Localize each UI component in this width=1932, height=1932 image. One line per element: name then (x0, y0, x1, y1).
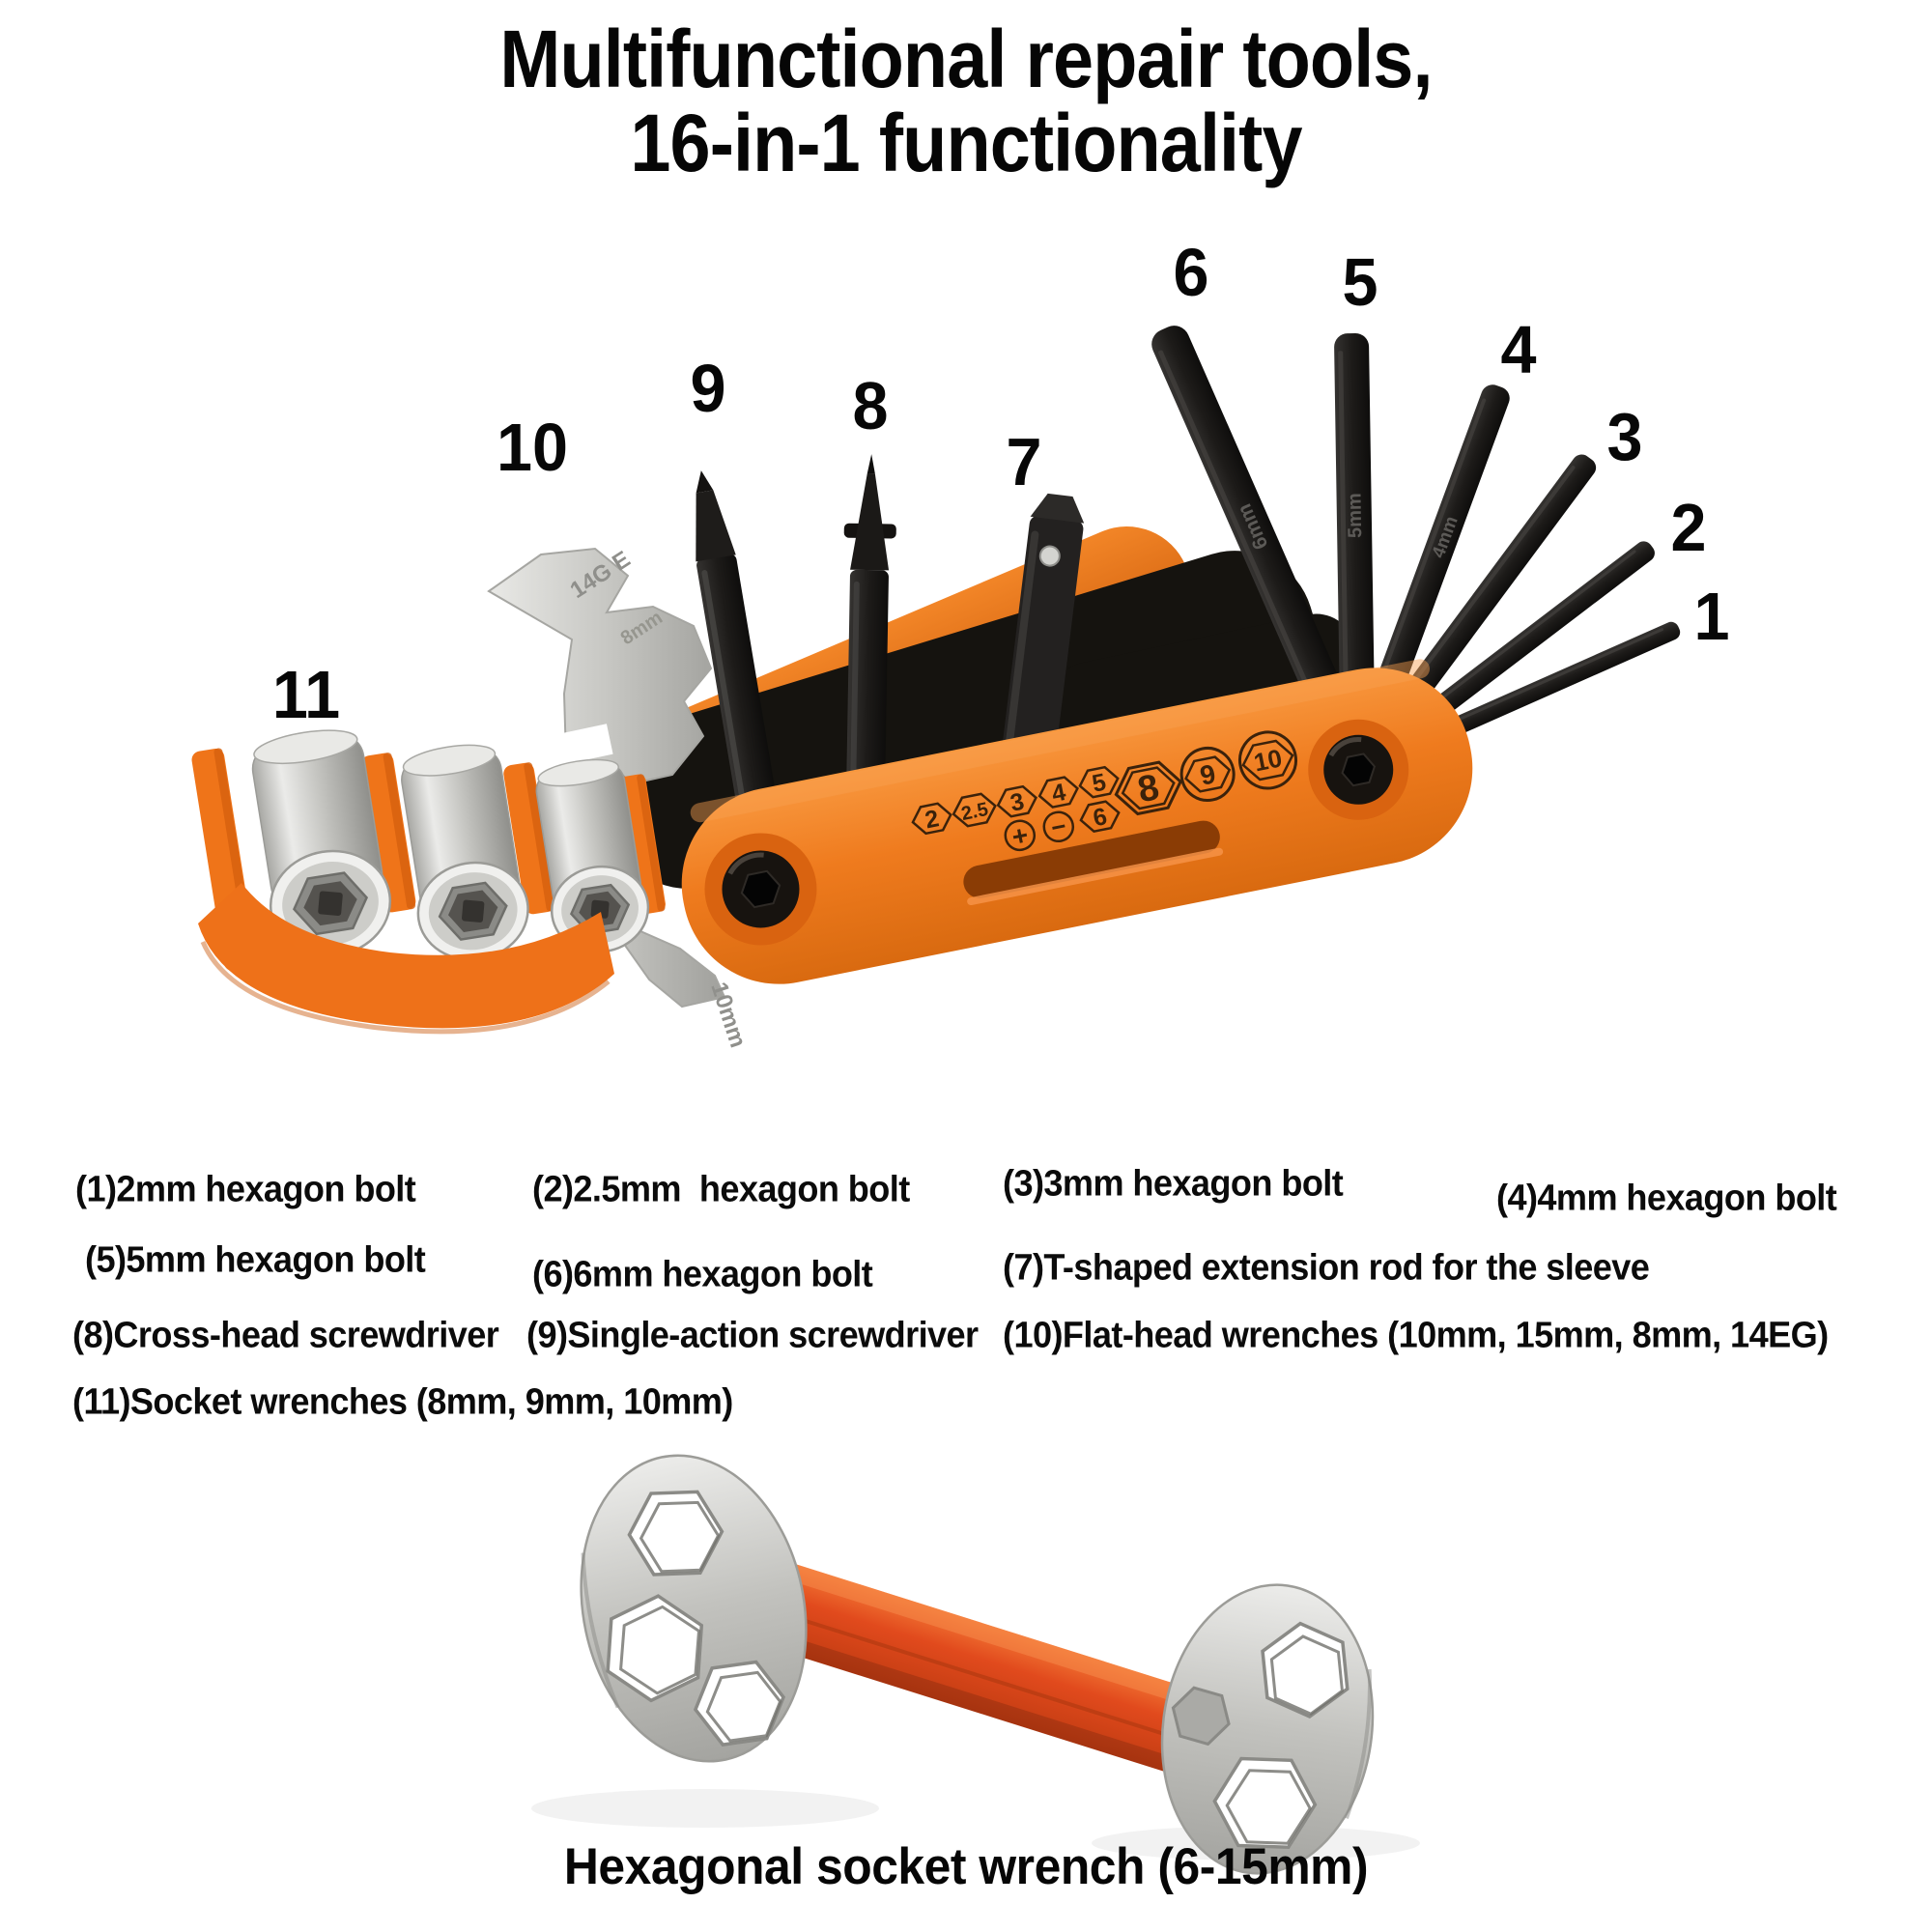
hex-hole (627, 1490, 724, 1577)
hex-key-5-label: 5mm (1344, 493, 1366, 538)
marking-5: 5 (1090, 769, 1108, 798)
tray-base (198, 883, 614, 1029)
spoke-wrench-label-10mm: 10mm (705, 980, 751, 1051)
callout-11: 11 (271, 657, 341, 732)
callout-1: 1 (1693, 579, 1730, 654)
part-item-3: (3)3mm hexagon bolt (1003, 1163, 1344, 1205)
callout-5: 5 (1342, 244, 1378, 320)
hex-hole (1212, 1756, 1318, 1850)
page-title: Multifunctional repair tools, 16-in-1 fu… (97, 14, 1835, 189)
tool-handle: 2 2.5 3 4 5 + (681, 659, 1473, 984)
marking-4: 4 (1049, 779, 1067, 808)
hex-key-5: 5mm (1334, 332, 1376, 732)
marking-9: 9 (1198, 758, 1218, 790)
wrench-head-right (1160, 1583, 1375, 1875)
callout-2: 2 (1670, 490, 1707, 565)
hex-hole (606, 1594, 704, 1703)
part-item-1: (1)2mm hexagon bolt (75, 1169, 416, 1210)
part-item-4: (4)4mm hexagon bolt (1496, 1178, 1837, 1219)
socket-9mm (401, 744, 529, 961)
part-item-2: (2)2.5mm hexagon bolt (532, 1169, 910, 1210)
marking-plus: + (1009, 819, 1031, 852)
hex-socket-wrench (531, 1454, 1420, 1875)
pivot-screw-right (1308, 719, 1409, 820)
bottom-caption: Hexagonal socket wrench (6-15mm) (563, 1838, 1369, 1895)
callout-7: 7 (1006, 424, 1042, 499)
hex-hole (693, 1660, 786, 1747)
part-item-9: (9)Single-action screwdriver (526, 1315, 979, 1356)
callout-8: 8 (852, 368, 889, 443)
socket-tray (191, 729, 666, 1035)
callout-3: 3 (1606, 399, 1643, 474)
part-item-11: (11)Socket wrenches (8mm, 9mm, 10mm) (72, 1381, 733, 1423)
marking-3: 3 (1008, 788, 1026, 817)
callout-6: 6 (1173, 235, 1209, 310)
part-item-6: (6)6mm hexagon bolt (532, 1254, 873, 1295)
hex-hole (1261, 1621, 1350, 1719)
hex-hole (1171, 1686, 1231, 1747)
handle-markings: 2 2.5 3 4 5 + (911, 730, 1298, 852)
marking-2: 2 (923, 805, 941, 834)
title-line-1: Multifunctional repair tools, (499, 14, 1433, 104)
hex-key-2 (1385, 541, 1655, 752)
handle-slot (963, 820, 1224, 906)
hex-key-4: 4mm (1361, 384, 1510, 736)
part-item-10: (10)Flat-head wrenches (10mm, 15mm, 8mm,… (1003, 1315, 1829, 1356)
callout-4: 4 (1500, 312, 1537, 387)
pivot-screw-left (704, 833, 817, 946)
wrench-head-left (580, 1454, 808, 1763)
part-item-8: (8)Cross-head screwdriver (72, 1315, 499, 1356)
part-item-5: (5)5mm hexagon bolt (85, 1239, 426, 1281)
part-item-7: (7)T-shaped extension rod for the sleeve (1003, 1247, 1650, 1289)
marking-6: 6 (1091, 803, 1109, 832)
socket-8mm (251, 729, 392, 957)
callout-9: 9 (690, 351, 726, 426)
hex-key-1 (1392, 621, 1681, 760)
marking-2-5: 2.5 (959, 799, 990, 825)
marking-minus: − (1048, 811, 1068, 842)
title-line-2: 16-in-1 functionality (630, 98, 1302, 189)
wrench-shaft (725, 1551, 1236, 1785)
rod-pin (1038, 545, 1061, 567)
marking-10: 10 (1251, 743, 1284, 777)
callout-10: 10 (497, 410, 568, 485)
hex-key-3 (1375, 454, 1597, 743)
spoke-wrench-notch (542, 724, 613, 768)
